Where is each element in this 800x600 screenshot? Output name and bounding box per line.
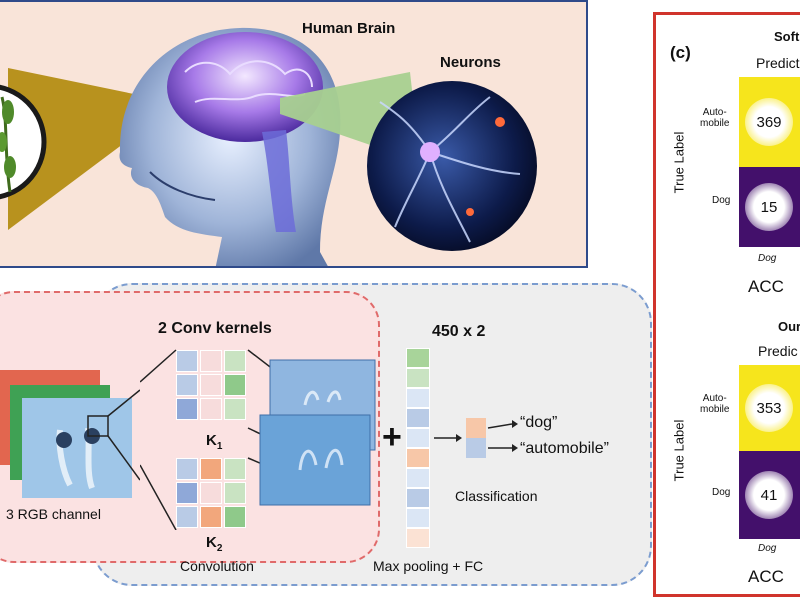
bottom-acc: ACC xyxy=(748,567,784,586)
top-predicted-label: Predict xyxy=(756,55,800,71)
classification-label: Classification xyxy=(455,488,538,504)
top-row-dog: Dog xyxy=(712,195,731,206)
k2-label: K2 xyxy=(206,534,223,554)
brainstem xyxy=(262,130,296,232)
bottom-row-dog: Dog xyxy=(712,487,731,498)
top-value-auto: 369 xyxy=(745,98,793,146)
neurons-circle xyxy=(367,81,537,251)
top-acc: ACC xyxy=(748,277,784,296)
bottom-true-label: True Label xyxy=(671,419,687,482)
neurons-title: Neurons xyxy=(440,54,501,71)
plus-sign: + xyxy=(382,418,402,456)
top-row-automobile: Auto- mobile xyxy=(700,107,730,129)
top-value-dog: 15 xyxy=(745,183,793,231)
panel-label: (c) xyxy=(670,43,691,62)
bottom-predicted-label: Predic xyxy=(758,343,798,359)
bottom-col-dog: Dog xyxy=(758,543,777,554)
brain-title: Human Brain xyxy=(302,20,396,37)
brain-shape xyxy=(167,32,323,142)
input-rgb-images xyxy=(0,370,140,498)
bottom-value-auto: 353 xyxy=(745,384,793,432)
bottom-cell-auto-auto: 353 xyxy=(739,365,800,451)
conv-label: Convolution xyxy=(180,558,254,574)
fc-title: 450 x 2 xyxy=(432,323,486,340)
top-matrix-title: Soft xyxy=(774,29,800,44)
bottom-matrix-title: Our xyxy=(778,319,800,334)
kernel-k2 xyxy=(176,458,248,534)
classification-arrows xyxy=(434,418,518,458)
top-cell-dog-auto: 15 xyxy=(739,167,800,247)
fc-vector xyxy=(406,348,430,548)
k1-label: K1 xyxy=(206,432,223,452)
feature-maps xyxy=(140,349,376,530)
vision-beam xyxy=(8,68,163,230)
fc-label: Max pooling + FC xyxy=(373,558,484,574)
top-cell-auto-auto: 369 xyxy=(739,77,800,167)
brain-illustration xyxy=(0,27,537,266)
bottom-row-automobile: Auto- mobile xyxy=(700,393,730,415)
top-true-label: True Label xyxy=(671,131,687,194)
output-dog: “dog” xyxy=(520,414,558,431)
output-automobile: “automobile” xyxy=(520,440,609,457)
bottom-value-dog: 41 xyxy=(745,471,793,519)
input-label: 3 RGB channel xyxy=(6,506,101,522)
kernels-title: 2 Conv kernels xyxy=(158,320,272,337)
kernel-k1 xyxy=(176,350,248,426)
brain-panel: Human Brain Neurons xyxy=(0,0,588,268)
confusion-panel: (c) Soft Predict True Label Auto- mobile… xyxy=(653,12,800,597)
neuron-body xyxy=(420,142,440,162)
top-col-dog: Dog xyxy=(758,253,777,264)
bottom-cell-dog-auto: 41 xyxy=(739,451,800,539)
